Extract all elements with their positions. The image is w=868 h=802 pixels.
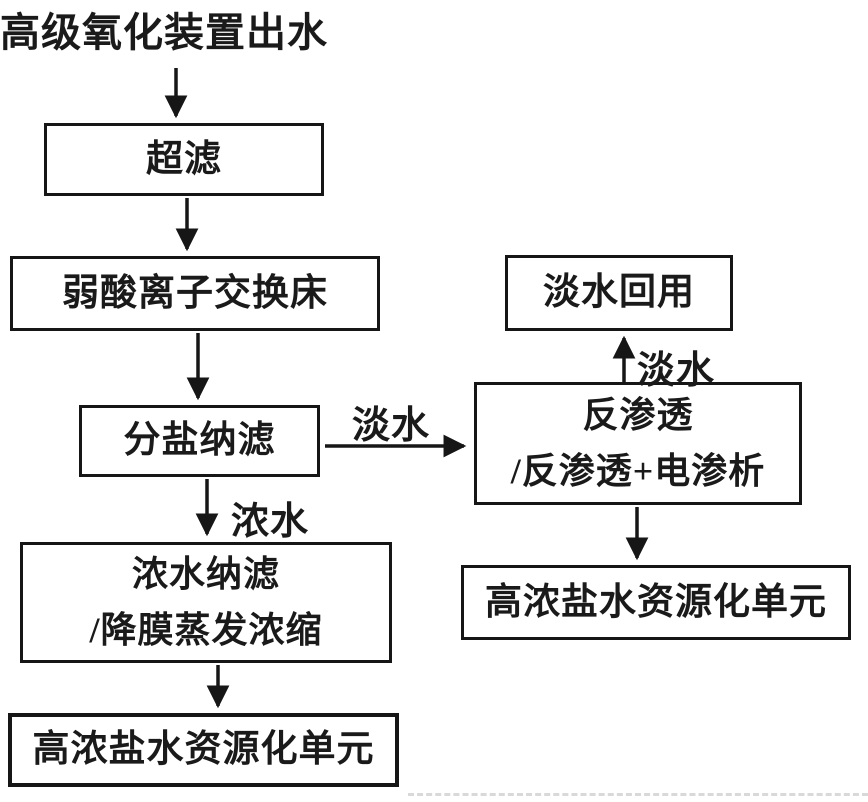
node-weak-acid-ion-exchange-bed: 弱酸离子交换床 [10,256,380,331]
edge-label-fresh-water-to-reuse: 淡水 [637,350,716,392]
node-label: 高浓盐水资源化单元 [32,729,375,771]
node-fresh-water-reuse: 淡水回用 [505,255,733,331]
node-label-line1: 反渗透 [582,394,694,435]
node-label: 淡水回用 [543,272,695,314]
source-stream-label: 高级氧化装置出水 [0,10,328,55]
node-label-line2: /降膜蒸发浓缩 [89,609,323,650]
scan-artifact-line [408,793,868,796]
edge-label-fresh-water-to-ro: 淡水 [352,405,431,447]
node-label-line1: 浓水纳滤 [131,553,280,594]
node-concentrate-nanofiltration-evaporation: 浓水纳滤 /降膜蒸发浓缩 [20,542,392,663]
node-label: 分盐纳滤 [123,420,276,462]
node-salt-separation-nanofiltration: 分盐纳滤 [79,405,320,477]
node-ultrafiltration: 超滤 [44,123,324,196]
node-brine-resource-unit-right: 高浓盐水资源化单元 [461,565,851,640]
node-brine-resource-unit-left: 高浓盐水资源化单元 [8,713,399,787]
node-label: 弱酸离子交换床 [62,272,328,314]
node-label: 超滤 [146,138,222,180]
node-label-line2: /反渗透+电渗析 [510,450,766,491]
node-reverse-osmosis-electrodialysis: 反渗透 /反渗透+电渗析 [474,382,802,505]
node-label: 高浓盐水资源化单元 [485,581,827,623]
edge-label-concentrate-water: 浓水 [231,501,310,543]
